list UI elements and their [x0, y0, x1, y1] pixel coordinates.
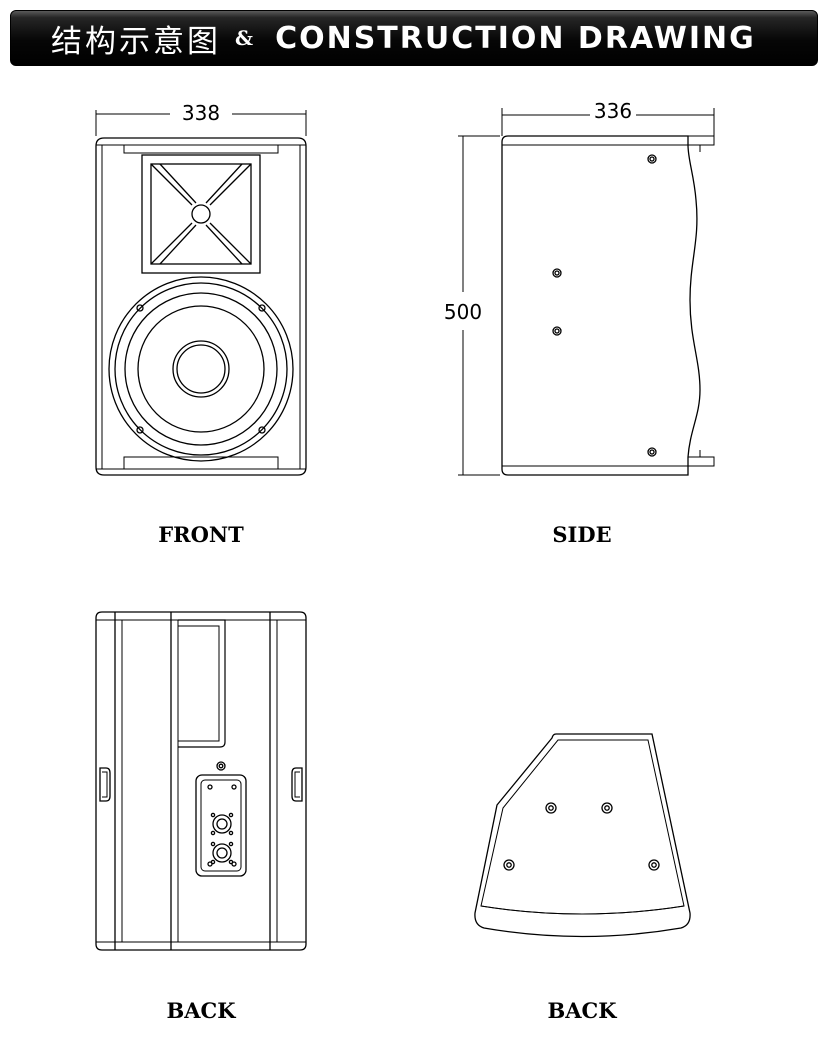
- speakon-connector-1: [210, 812, 234, 836]
- bottom-cabinet-outline: [474, 733, 691, 938]
- front-width-dimension: [95, 110, 307, 136]
- header-title-cn: 结构示意图: [51, 23, 221, 60]
- back-view-rear: [95, 611, 307, 951]
- back-right-view-label: BACK: [547, 998, 617, 1023]
- header-title-en: CONSTRUCTION DRAWING: [275, 20, 756, 56]
- header-separator: &: [235, 26, 254, 50]
- front-woofer: [108, 276, 294, 462]
- side-view-label: SIDE: [552, 522, 611, 547]
- side-cabinet: [501, 135, 701, 476]
- height-dimension: [458, 135, 500, 476]
- speakon-connector-2: [210, 841, 234, 865]
- side-view: 336 500: [444, 99, 715, 476]
- back-view-bottom: [474, 733, 691, 938]
- side-width-dimension: [501, 108, 715, 136]
- page-header: 结构示意图 & CONSTRUCTION DRAWING: [10, 10, 818, 66]
- front-width-label: 338: [182, 101, 220, 125]
- height-label: 500: [444, 300, 482, 324]
- side-width-label: 336: [594, 99, 632, 123]
- back-cabinet: [95, 611, 307, 951]
- front-cabinet: [95, 137, 307, 476]
- front-view: 338: [95, 101, 307, 476]
- front-view-label: FRONT: [158, 522, 244, 547]
- back-left-view-label: BACK: [166, 998, 236, 1023]
- front-horn: [141, 154, 261, 274]
